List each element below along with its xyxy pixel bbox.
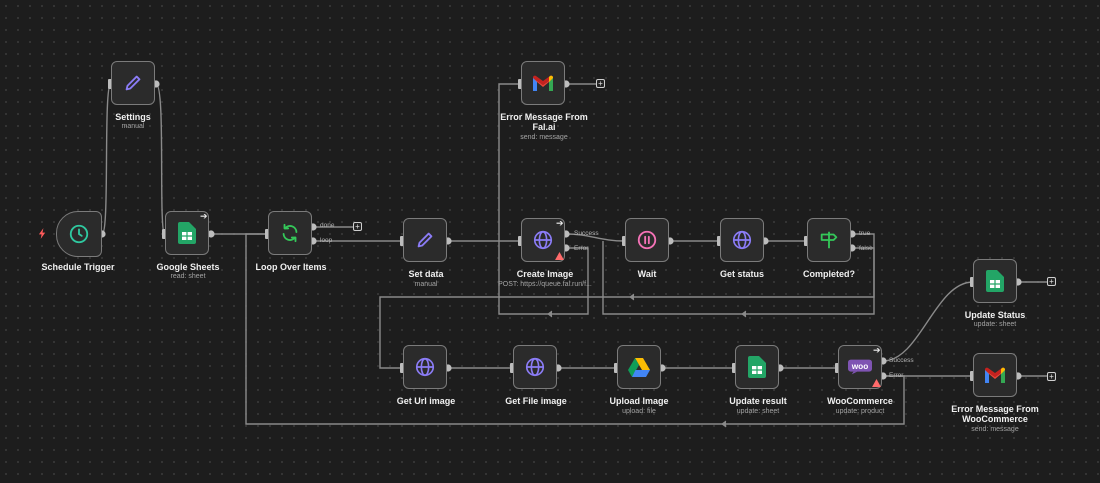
- settings-node[interactable]: [111, 61, 155, 105]
- woocommerce-icon: woo: [848, 355, 872, 379]
- connection-wire[interactable]: [155, 83, 166, 235]
- get-file-image-node[interactable]: [513, 345, 557, 389]
- port-label-false: false: [859, 245, 873, 252]
- globe-icon: [523, 355, 547, 379]
- clock-icon: [67, 222, 91, 246]
- node-label-completed: Completed?: [802, 269, 855, 279]
- wait-node[interactable]: [625, 218, 669, 262]
- node-label-get-status: Get status: [719, 269, 764, 279]
- pencil-icon: [413, 228, 437, 252]
- port-label-success: Success: [574, 230, 599, 237]
- gmail-icon: [531, 71, 555, 95]
- node-label-woocommerce: WooCommerce: [827, 396, 893, 406]
- node-sub-error-message-woo: send: message: [971, 426, 1019, 433]
- port-label-error: Error: [889, 372, 904, 379]
- node-sub-create-image: POST: https://queue.fal.run/f...: [498, 281, 592, 288]
- wire-direction-arrow: [629, 293, 635, 301]
- pause-icon: [635, 228, 659, 252]
- node-label-get-file-image: Get File image: [505, 396, 567, 406]
- add-node-plus-button[interactable]: +: [1047, 277, 1056, 286]
- execute-arrow-icon[interactable]: ➔: [200, 211, 208, 221]
- node-label-loop-over-items: Loop Over Items: [255, 262, 327, 272]
- globe-icon: [531, 228, 555, 252]
- node-label-settings: Settings: [115, 112, 151, 122]
- trigger-bolt-icon: [38, 228, 46, 239]
- loop-over-items-node[interactable]: [268, 211, 312, 255]
- get-status-node[interactable]: [720, 218, 764, 262]
- signpost-icon: [817, 228, 841, 252]
- node-label-upload-image: Upload Image: [609, 396, 669, 406]
- update-result-node[interactable]: [735, 345, 779, 389]
- woocommerce-node[interactable]: woo: [838, 345, 882, 389]
- node-label-schedule-trigger: Schedule Trigger: [41, 262, 115, 272]
- port-label-done: done: [320, 222, 335, 229]
- pencil-icon: [121, 71, 145, 95]
- add-node-plus-button[interactable]: +: [353, 222, 362, 231]
- completed-node[interactable]: [807, 218, 851, 262]
- node-label-create-image: Create Image: [516, 269, 574, 279]
- output-port[interactable]: [207, 230, 215, 238]
- google-drive-icon: [627, 355, 651, 379]
- execute-arrow-icon[interactable]: ➔: [556, 218, 564, 228]
- node-label-wait: Wait: [637, 269, 657, 279]
- node-sub-update-result: update: sheet: [736, 408, 780, 415]
- update-status-node[interactable]: [973, 259, 1017, 303]
- port-label-true: true: [859, 230, 871, 237]
- refresh-icon: [278, 221, 302, 245]
- node-label-error-message-woo: Error Message From WooCommerce: [951, 404, 1039, 424]
- port-label-loop: loop: [320, 237, 333, 244]
- schedule-trigger-node[interactable]: [56, 211, 102, 257]
- node-sub-settings: manual: [121, 123, 145, 130]
- globe-icon: [413, 355, 437, 379]
- get-url-image-node[interactable]: [403, 345, 447, 389]
- google-sheets-icon: [175, 221, 199, 245]
- add-node-plus-button[interactable]: +: [1047, 372, 1056, 381]
- node-label-google-sheets: Google Sheets: [156, 262, 220, 272]
- port-label-success: Success: [889, 357, 914, 364]
- node-label-set-data: Set data: [408, 269, 444, 279]
- gmail-icon: [983, 363, 1007, 387]
- globe-icon: [730, 228, 754, 252]
- error-message-woo-node[interactable]: [973, 353, 1017, 397]
- add-node-plus-button[interactable]: +: [596, 79, 605, 88]
- create-image-node[interactable]: [521, 218, 565, 262]
- node-sub-update-status: update: sheet: [973, 321, 1017, 328]
- port-label-error: Error: [574, 245, 589, 252]
- node-sub-set-data: manual: [414, 281, 438, 288]
- upload-image-node[interactable]: [617, 345, 661, 389]
- error-message-fal-node[interactable]: [521, 61, 565, 105]
- node-sub-google-sheets: read: sheet: [170, 273, 206, 280]
- connection-wire[interactable]: [101, 83, 112, 235]
- connection-wire[interactable]: [565, 233, 626, 242]
- wire-direction-arrow: [721, 420, 727, 428]
- node-sub-upload-image: upload: file: [622, 408, 656, 415]
- connection-wire[interactable]: [498, 83, 589, 315]
- warning-icon: [872, 379, 881, 387]
- node-label-error-message-fal: Error Message From Fal.ai: [500, 112, 588, 132]
- node-label-update-result: Update result: [729, 396, 787, 406]
- node-sub-error-message-fal: send: message: [520, 134, 568, 141]
- node-label-get-url-image: Get Url image: [396, 396, 456, 406]
- connection-wire[interactable]: [245, 233, 905, 425]
- set-data-node[interactable]: [403, 218, 447, 262]
- google-sheets-icon: [983, 269, 1007, 293]
- connection-wire[interactable]: [882, 281, 974, 362]
- google-sheets-icon: [745, 355, 769, 379]
- warning-icon: [555, 252, 564, 260]
- google-sheets-node[interactable]: [165, 211, 209, 255]
- connection-wire[interactable]: [602, 241, 875, 315]
- svg-text:woo: woo: [851, 361, 869, 371]
- execute-arrow-icon[interactable]: ➔: [873, 345, 881, 355]
- wire-direction-arrow: [741, 310, 747, 318]
- node-label-update-status: Update Status: [964, 310, 1026, 320]
- connection-wire[interactable]: [379, 233, 875, 369]
- wire-direction-arrow: [547, 310, 553, 318]
- node-sub-woocommerce: update: product: [835, 408, 885, 415]
